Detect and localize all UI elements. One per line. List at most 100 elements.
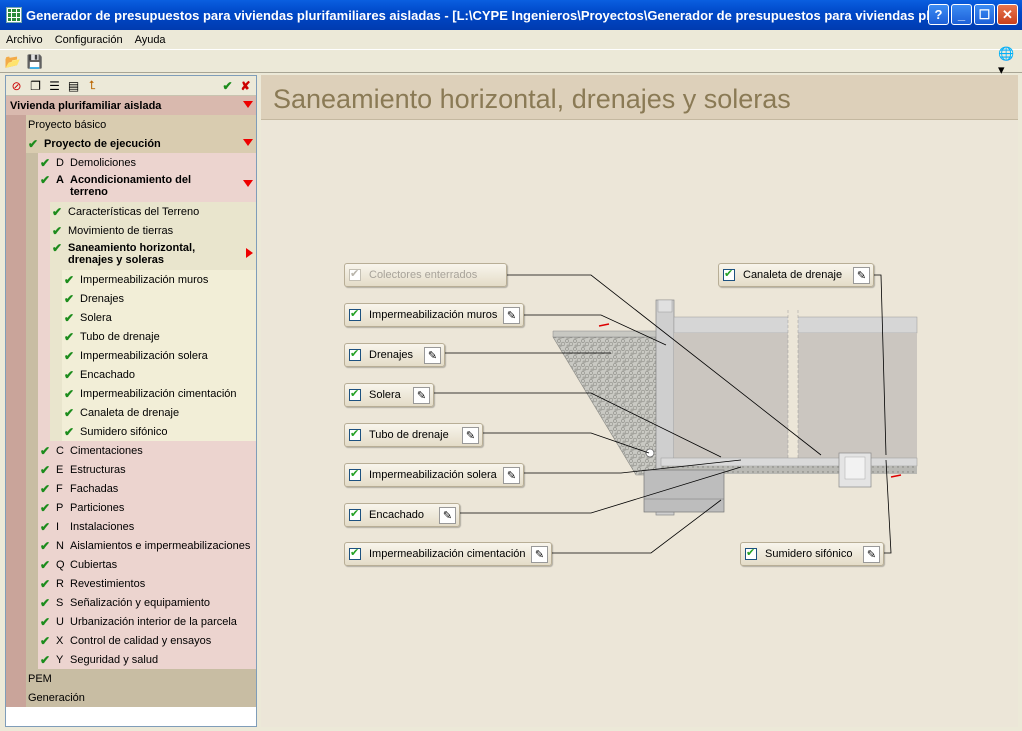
tree-generacion[interactable]: Generación xyxy=(26,688,256,707)
check-icon[interactable]: ✔ xyxy=(40,576,51,591)
tree-leaf-drenajes[interactable]: ✔Drenajes xyxy=(62,289,256,308)
menu-ayuda[interactable]: Ayuda xyxy=(134,33,166,46)
tree-leaf-sumidero[interactable]: ✔Sumidero sifónico xyxy=(62,422,256,441)
checkbox[interactable] xyxy=(349,546,361,560)
save-icon[interactable]: 💾 xyxy=(26,53,44,69)
check-all-icon[interactable]: ✔ xyxy=(222,78,233,93)
minimize-button[interactable]: _ xyxy=(951,4,972,25)
tree-leaf-solera[interactable]: ✔Solera xyxy=(62,308,256,327)
check-icon[interactable]: ✔ xyxy=(64,367,75,382)
check-icon[interactable]: ✔ xyxy=(64,272,75,287)
menu-configuracion[interactable]: Configuración xyxy=(54,33,123,46)
tree-sub-saneamiento[interactable]: ✔Saneamiento horizontal, drenajes y sole… xyxy=(50,240,256,270)
check-icon[interactable]: ✔ xyxy=(64,386,75,401)
edit-pencil-icon[interactable]: ✎ xyxy=(462,427,479,444)
tree-leaf-encachado[interactable]: ✔Encachado xyxy=(62,365,256,384)
check-icon[interactable]: ✔ xyxy=(40,500,51,515)
help-button[interactable]: ? xyxy=(928,4,949,25)
edit-pencil-icon[interactable]: ✎ xyxy=(424,347,441,364)
tree-sub-caracteristicas[interactable]: ✔Características del Terreno xyxy=(50,202,256,221)
check-icon[interactable]: ✔ xyxy=(40,595,51,610)
checkbox[interactable] xyxy=(349,347,361,361)
report-icon[interactable]: ▤ xyxy=(67,78,80,93)
edit-pencil-icon[interactable]: ✎ xyxy=(439,507,456,524)
check-icon[interactable]: ✔ xyxy=(64,348,75,363)
tree-sub-movimiento[interactable]: ✔Movimiento de tierras xyxy=(50,221,256,240)
edit-pencil-icon[interactable]: ✎ xyxy=(503,467,520,484)
tree-leaf-imp-solera[interactable]: ✔Impermeabilización solera xyxy=(62,346,256,365)
edit-pencil-icon[interactable]: ✎ xyxy=(503,307,520,324)
delete-icon[interactable]: ⊘ xyxy=(11,78,22,93)
check-icon[interactable]: ✔ xyxy=(40,481,51,496)
list-icon[interactable]: ☰ xyxy=(49,78,60,93)
check-icon[interactable]: ✔ xyxy=(40,633,51,648)
checkbox[interactable] xyxy=(349,427,361,441)
label-imp-muros[interactable]: Impermeabilización muros✎ xyxy=(344,303,524,327)
tree-proyecto-basico[interactable]: Proyecto básico xyxy=(26,115,256,134)
checkbox[interactable] xyxy=(349,467,361,481)
label-colectores[interactable]: Colectores enterrados xyxy=(344,263,507,287)
edit-pencil-icon[interactable]: ✎ xyxy=(413,387,430,404)
edit-pencil-icon[interactable]: ✎ xyxy=(531,546,548,563)
copy-icon[interactable]: ❐ xyxy=(30,78,41,93)
edit-pencil-icon[interactable]: ✎ xyxy=(863,546,880,563)
collapse-arrow-icon[interactable] xyxy=(243,139,253,146)
tree-leaf-imp-muros[interactable]: ✔Impermeabilización muros xyxy=(62,270,256,289)
check-icon[interactable]: ✔ xyxy=(40,614,51,629)
checkbox[interactable] xyxy=(723,267,735,281)
maximize-button[interactable]: ☐ xyxy=(974,4,995,25)
check-icon[interactable]: ✔ xyxy=(64,405,75,420)
label-sumidero[interactable]: Sumidero sifónico✎ xyxy=(740,542,884,566)
checkbox[interactable] xyxy=(349,387,361,401)
check-icon[interactable]: ✔ xyxy=(40,652,51,667)
check-icon[interactable]: ✔ xyxy=(40,538,51,553)
label-imp-solera[interactable]: Impermeabilización solera✎ xyxy=(344,463,524,487)
label-canaleta[interactable]: Canaleta de drenaje✎ xyxy=(718,263,874,287)
check-icon[interactable]: ✔ xyxy=(40,173,51,187)
up-arrow-icon[interactable]: ⮤ xyxy=(88,78,97,92)
label-solera[interactable]: Solera✎ xyxy=(344,383,434,407)
tree-leaf-tubo[interactable]: ✔Tubo de drenaje xyxy=(62,327,256,346)
expand-arrow-icon[interactable] xyxy=(246,248,253,258)
check-icon[interactable]: ✔ xyxy=(64,291,75,306)
globe-help-icon[interactable]: 🌐▾ xyxy=(998,46,1015,77)
open-folder-icon[interactable]: 📂 xyxy=(4,53,22,69)
check-icon[interactable]: ✔ xyxy=(40,155,51,170)
check-icon[interactable]: ✔ xyxy=(40,519,51,534)
check-icon[interactable]: ✔ xyxy=(64,329,75,344)
tree-root[interactable]: Vivienda plurifamiliar aislada xyxy=(6,96,256,115)
checkbox[interactable] xyxy=(349,307,361,321)
checkbox[interactable] xyxy=(745,546,757,560)
tree-proyecto-ejecucion[interactable]: ✔Proyecto de ejecución xyxy=(26,134,256,153)
label-drenajes[interactable]: Drenajes✎ xyxy=(344,343,445,367)
collapse-arrow-icon[interactable] xyxy=(243,101,253,108)
check-icon[interactable]: ✔ xyxy=(40,443,51,458)
collapse-arrow-icon[interactable] xyxy=(243,180,253,187)
check-icon[interactable]: ✔ xyxy=(28,136,39,151)
check-icon[interactable]: ✔ xyxy=(52,204,63,219)
menu-archivo[interactable]: Archivo xyxy=(6,33,43,46)
check-icon[interactable]: ✔ xyxy=(64,310,75,325)
check-icon[interactable]: ✔ xyxy=(40,462,51,477)
tree-leaf-canaleta[interactable]: ✔Canaleta de drenaje xyxy=(62,403,256,422)
checkbox[interactable] xyxy=(349,267,361,281)
tree-pem[interactable]: PEM xyxy=(26,669,256,688)
label-imp-cim[interactable]: Impermeabilización cimentación✎ xyxy=(344,542,552,566)
check-icon[interactable]: ✔ xyxy=(64,424,75,439)
check-icon[interactable]: ✔ xyxy=(52,241,63,255)
tree-leaf-imp-cim[interactable]: ✔Impermeabilización cimentación xyxy=(62,384,256,403)
checkbox[interactable] xyxy=(349,507,361,521)
